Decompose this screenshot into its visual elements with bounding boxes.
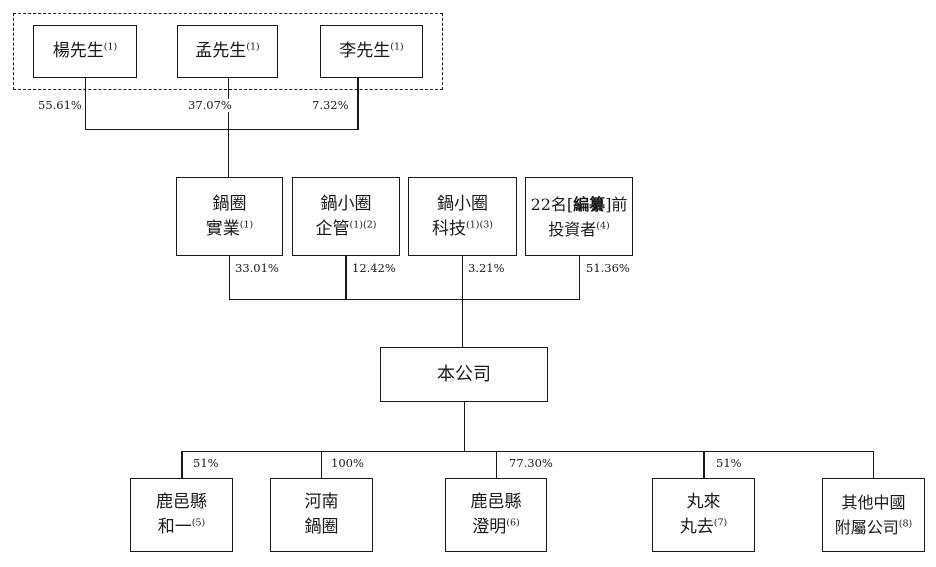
connector-line	[463, 402, 465, 452]
footnote-ref: (5)	[191, 517, 206, 529]
entity-name-line2: 附屬公司(8)	[834, 518, 913, 537]
connector-line	[461, 300, 463, 347]
entity-box-wanlai-wanqu: 丸來 丸去(7)	[652, 478, 755, 552]
entity-name: 李先生(1)	[339, 41, 404, 61]
footnote-ref: (1)(3)	[466, 218, 493, 230]
ownership-label: 100%	[330, 456, 365, 470]
entity-name-line1: 鍋圈	[212, 193, 247, 214]
entity-name-line2: 鍋圈	[304, 517, 339, 537]
entity-box-other-prc-subsidiaries: 其他中國 附屬公司(8)	[822, 478, 925, 552]
entity-box-guoxiaoquan-keji: 鍋小圈 科技(1)(3)	[408, 177, 517, 256]
entity-name-line1: 22名[編纂]前	[530, 194, 628, 214]
connector-line	[703, 452, 705, 478]
footnote-ref: (1)	[390, 41, 404, 53]
entity-name-line2: 和一(5)	[157, 517, 206, 537]
entity-name-line1: 鍋小圈	[320, 193, 372, 214]
entity-name: 孟先生(1)	[195, 41, 260, 61]
ownership-label: 33.01%	[234, 261, 280, 275]
footnote-ref: (6)	[506, 517, 520, 529]
entity-name-line2: 澄明(6)	[472, 517, 520, 537]
connector-line	[320, 452, 322, 478]
entity-box-luyixian-heyi: 鹿邑縣 和一(5)	[130, 478, 233, 552]
footnote-ref: (4)	[596, 220, 610, 232]
ownership-label: 55.61%	[37, 98, 83, 112]
footnote-ref: (1)	[246, 41, 260, 53]
entity-name-line1: 河南	[304, 492, 339, 512]
footnote-ref: (8)	[898, 518, 913, 530]
entity-box-mr-li: 李先生(1)	[320, 25, 423, 78]
entity-name-line2: 實業(1)	[205, 218, 254, 239]
entity-box-luyixian-chengming: 鹿邑縣 澄明(6)	[445, 478, 547, 552]
entity-name: 楊先生(1)	[52, 41, 118, 61]
entity-box-the-company: 本公司	[380, 347, 548, 402]
entity-name: 本公司	[437, 364, 491, 385]
connector-line	[345, 256, 347, 300]
entity-name-line1: 鍋小圈	[437, 193, 488, 214]
entity-name-line2: 科技(1)(3)	[432, 218, 493, 239]
connector-line	[181, 450, 874, 452]
entity-box-guoxiaoquan-qiguan: 鍋小圈 企管(1)(2)	[292, 177, 400, 256]
connector-line	[84, 128, 359, 130]
entity-box-henan-guoquan: 河南 鍋圈	[270, 478, 373, 552]
footnote-ref: (7)	[713, 517, 728, 529]
ownership-label: 51%	[715, 456, 743, 470]
connector-line	[357, 78, 359, 130]
footnote-ref: (1)	[239, 218, 254, 230]
ownership-label: 7.32%	[311, 98, 350, 112]
ownership-label: 3.21%	[467, 261, 506, 275]
redacted-marker: 編纂	[573, 194, 606, 214]
ownership-label: 77.30%	[508, 456, 554, 470]
ownership-label: 37.07%	[187, 98, 233, 112]
connector-line	[181, 452, 183, 478]
footnote-ref: (1)(2)	[349, 218, 377, 230]
entity-box-mr-yang: 楊先生(1)	[33, 25, 137, 78]
entity-name-line1: 鹿邑縣	[156, 492, 207, 512]
connector-line	[872, 452, 874, 478]
connector-line	[461, 256, 463, 300]
connector-line	[227, 78, 229, 177]
entity-box-pre-investors: 22名[編纂]前 投資者(4)	[525, 177, 633, 256]
entity-box-mr-meng: 孟先生(1)	[177, 25, 278, 78]
connector-line	[228, 256, 230, 300]
connector-line	[84, 78, 86, 130]
connector-line	[495, 452, 497, 478]
ownership-label: 51.36%	[585, 261, 631, 275]
connector-line	[578, 256, 580, 300]
ownership-label: 12.42%	[351, 261, 397, 275]
ownership-label: 51%	[192, 456, 220, 470]
entity-name-line2: 丸去(7)	[679, 517, 728, 537]
entity-name-line2: 投資者(4)	[548, 219, 610, 239]
footnote-ref: (1)	[103, 41, 118, 53]
entity-name-line1: 丸來	[686, 492, 721, 512]
entity-box-guoquan-shiye: 鍋圈 實業(1)	[176, 177, 283, 256]
connector-line	[228, 298, 580, 300]
entity-name-line1: 鹿邑縣	[470, 492, 522, 512]
entity-name-line2: 企管(1)(2)	[315, 218, 377, 239]
entity-name-line1: 其他中國	[841, 493, 906, 512]
